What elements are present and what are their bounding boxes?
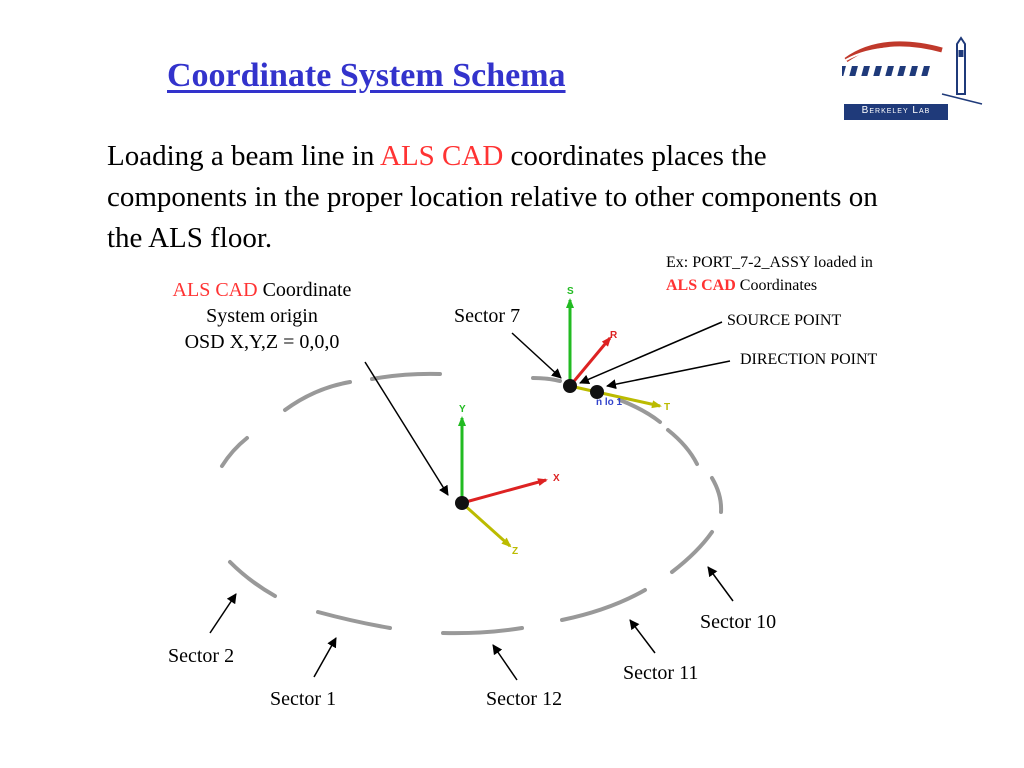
- sector-12-arrow: [492, 644, 518, 681]
- origin-caption-highlight: ALS CAD: [172, 279, 258, 301]
- page-title: Coordinate System Schema: [167, 57, 566, 94]
- intro-text-end: coordinates places the components in the…: [107, 140, 878, 254]
- sector-2-arrow: [209, 593, 237, 634]
- berkeley-lab-logo: Berkeley Lab: [842, 36, 988, 124]
- origin-x-label: X: [553, 473, 560, 484]
- ring-segment: [531, 376, 562, 383]
- origin-x-axis: [461, 478, 548, 505]
- source-point-marker: [563, 379, 577, 393]
- source-point-label: SOURCE POINT: [727, 312, 842, 329]
- sector-11-label: Sector 11: [623, 662, 699, 684]
- sector-7-arrow: [511, 332, 562, 379]
- sector-2-label: Sector 2: [168, 645, 235, 667]
- origin-caption: ALS CAD Coordinate System origin OSD X,Y…: [132, 277, 392, 355]
- ring-segment: [316, 610, 392, 630]
- ring-segment: [220, 436, 249, 468]
- direction-point-label: DIRECTION POINT: [740, 351, 878, 368]
- origin-point: [455, 496, 469, 510]
- sector-11-arrow: [629, 619, 656, 654]
- port-s-label: S: [567, 286, 574, 297]
- example-caption-line-2: ALS CAD Coordinates: [666, 274, 873, 297]
- sector-12-label: Sector 12: [486, 688, 563, 710]
- example-caption-line-1: Ex: PORT_7-2_ASSY loaded in: [666, 254, 873, 271]
- port-marks-label: n lo 1: [596, 397, 623, 408]
- sector-1-label: Sector 1: [270, 688, 337, 710]
- origin-z-axis: [460, 501, 512, 548]
- ring-segment: [228, 560, 277, 598]
- ring-segment: [283, 380, 352, 412]
- example-caption-highlight: ALS CAD: [666, 277, 736, 294]
- logo-icon: [842, 36, 983, 120]
- origin-caption-line-2: System origin: [206, 305, 318, 327]
- intro-highlight: ALS CAD: [380, 140, 504, 172]
- sector-10-arrow: [707, 566, 734, 602]
- sector-7-label: Sector 7: [454, 305, 521, 327]
- port-axes: [563, 298, 662, 409]
- port-r-axis: [568, 336, 612, 387]
- origin-caption-line-3: OSD X,Y,Z = 0,0,0: [184, 331, 340, 353]
- port-t-label: T: [664, 402, 670, 413]
- origin-pointer-arrow: [364, 361, 449, 496]
- storage-ring: [220, 371, 724, 636]
- sector-10-label: Sector 10: [700, 611, 777, 633]
- ring-segment: [370, 371, 442, 381]
- ring-segment: [670, 530, 714, 574]
- logo-text: Berkeley Lab: [861, 105, 931, 116]
- direction-point-arrow: [606, 360, 731, 390]
- sector-1-arrow: [313, 637, 337, 678]
- port-r-label: R: [610, 330, 618, 341]
- direction-point-marker: [590, 385, 604, 399]
- port-t-axis: [569, 384, 662, 409]
- pointer-arrows: [209, 321, 734, 681]
- intro-text-start: Loading a beam line in: [107, 140, 381, 172]
- ring-segment: [618, 398, 662, 424]
- ring-segment: [666, 428, 699, 466]
- ring-segment: [441, 626, 524, 636]
- origin-z-label: Z: [512, 546, 518, 557]
- intro-paragraph: Loading a beam line in ALS CAD coordinat…: [107, 136, 907, 259]
- source-point-arrow: [579, 321, 723, 385]
- example-caption: Ex: PORT_7-2_ASSY loaded in ALS CAD Coor…: [666, 251, 873, 297]
- origin-y-label: Y: [459, 404, 466, 415]
- origin-caption-line-1: ALS CAD Coordinate: [132, 277, 392, 303]
- ring-segment: [560, 588, 647, 622]
- origin-caption-line-1-rest: Coordinate: [257, 279, 352, 301]
- ring-segment: [710, 476, 724, 514]
- origin-axes: [455, 416, 548, 548]
- example-caption-line-2-rest: Coordinates: [735, 277, 818, 294]
